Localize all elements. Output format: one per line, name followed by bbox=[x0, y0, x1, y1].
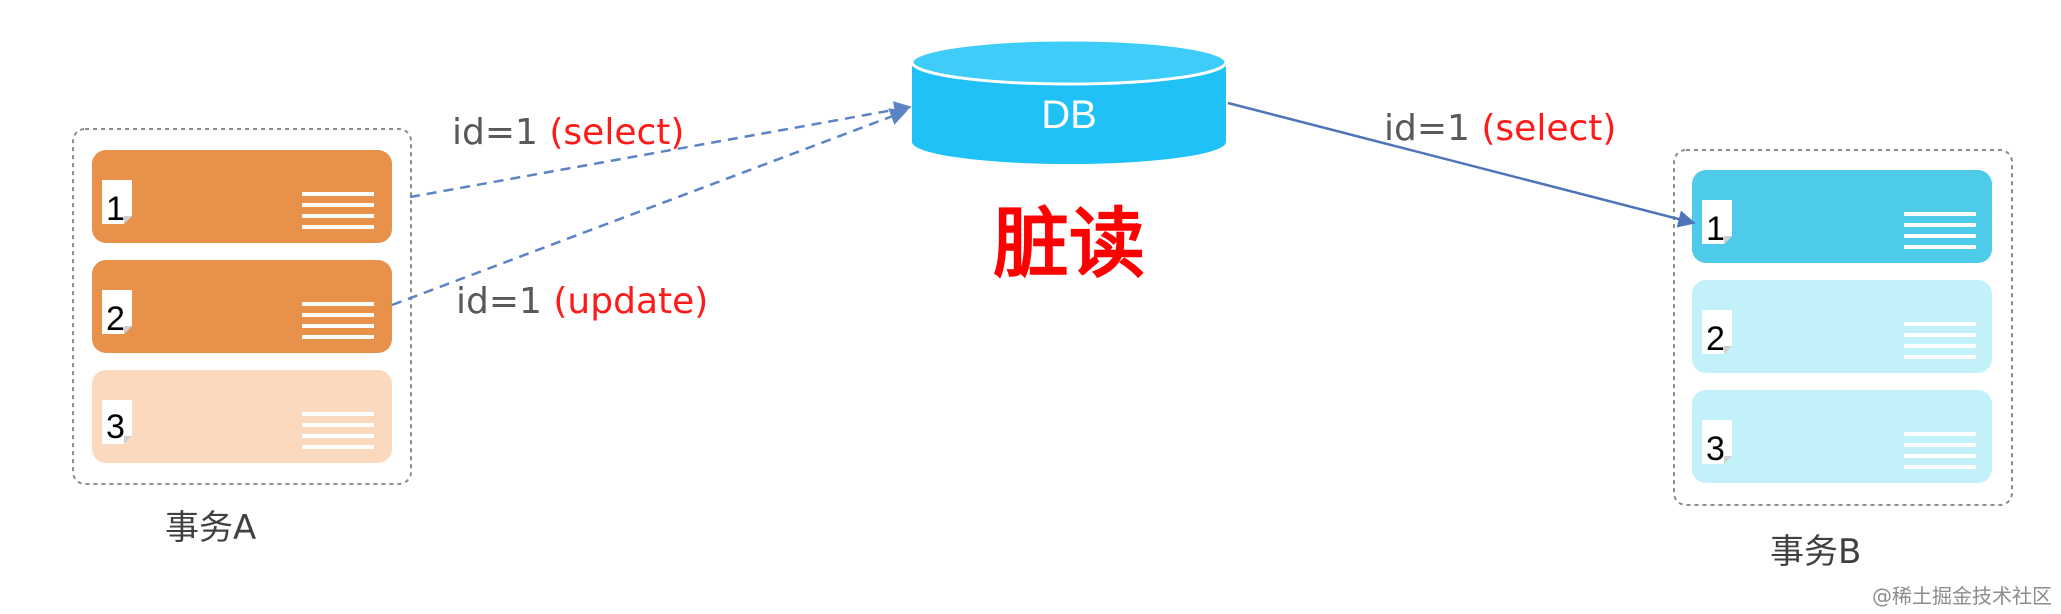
arrow-a-update bbox=[391, 108, 908, 307]
transaction-a-row-1: 1 bbox=[92, 150, 392, 243]
transaction-a-caption: 事务A bbox=[165, 508, 256, 548]
row-number: 1 bbox=[1706, 210, 1725, 248]
row-number: 2 bbox=[1706, 320, 1725, 358]
transaction-a-frame bbox=[72, 128, 412, 485]
transaction-b-caption: 事务B bbox=[1770, 532, 1861, 572]
edge-label-operation: (select) bbox=[549, 112, 684, 153]
database: DB bbox=[910, 38, 1228, 164]
edge-label-prefix: id=1 bbox=[456, 281, 553, 322]
transaction-b-frame bbox=[1673, 149, 2013, 506]
watermark: @稀土掘金技术社区 bbox=[1872, 584, 2052, 608]
edge-label-prefix: id=1 bbox=[452, 112, 549, 153]
transaction-b-row-1: 1 bbox=[1692, 170, 1992, 263]
edge-label-operation: (update) bbox=[553, 281, 708, 322]
database-label: DB bbox=[1041, 93, 1097, 137]
edge-label-a-update: id=1 (update) bbox=[456, 281, 708, 322]
transaction-b-row-3: 3 bbox=[1692, 390, 1992, 483]
row-number: 3 bbox=[106, 408, 125, 446]
transaction-b-row-2: 2 bbox=[1692, 280, 1992, 373]
row-number: 3 bbox=[1706, 430, 1725, 468]
edge-label-a-select: id=1 (select) bbox=[452, 112, 684, 153]
transaction-a-row-2: 2 bbox=[92, 260, 392, 353]
transaction-a-row-3: 3 bbox=[92, 370, 392, 463]
row-number: 2 bbox=[106, 300, 125, 338]
row-number: 1 bbox=[106, 190, 125, 228]
edge-label-prefix: id=1 bbox=[1384, 108, 1481, 149]
transaction-b: 1 2 3 事务B bbox=[1673, 149, 2013, 572]
edge-label-b-select: id=1 (select) bbox=[1384, 108, 1616, 149]
diagram-title: 脏读 bbox=[993, 199, 1145, 288]
arrow-db-to-b bbox=[1227, 101, 1696, 228]
transaction-a: 1 2 3 事务A bbox=[72, 128, 412, 548]
edge-label-operation: (select) bbox=[1481, 108, 1616, 149]
